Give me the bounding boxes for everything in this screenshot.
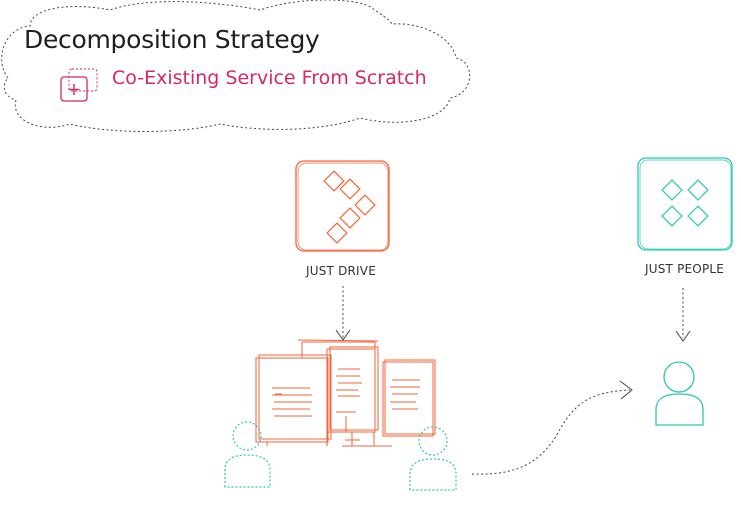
header-cloud-outline (1, 0, 471, 132)
just-drive-label: JUST DRIVE (306, 264, 376, 278)
arrow-migration (471, 380, 633, 475)
service-plus-icon (60, 68, 98, 102)
arrow-people-to-person (675, 288, 691, 342)
diamond-arrow-icon (323, 170, 376, 244)
just-people-service-box (637, 157, 733, 251)
person-icon (224, 421, 271, 488)
page-title: Decomposition Strategy (24, 25, 320, 54)
just-people-label: JUST PEOPLE (645, 262, 725, 276)
document-stack-icon (255, 339, 436, 447)
just-drive-service-box (295, 160, 390, 252)
person-icon (409, 426, 457, 491)
arrow-drive-to-monolith (335, 286, 351, 341)
person-icon (655, 361, 704, 426)
page-subtitle: Co-Existing Service From Scratch (112, 67, 427, 89)
diamond-grid-icon (661, 179, 709, 227)
